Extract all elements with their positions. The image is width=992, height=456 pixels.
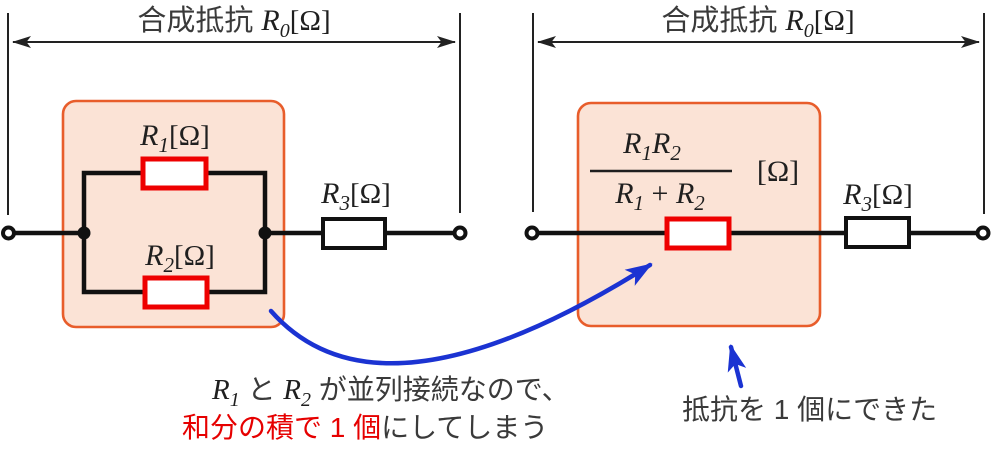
fraction-unit: [Ω] xyxy=(757,155,799,188)
terminal-left-a xyxy=(1,225,16,241)
junction-dot-left xyxy=(77,226,91,240)
resistor-r2 xyxy=(142,275,210,310)
terminal-left-b xyxy=(452,225,468,241)
terminal-right-b xyxy=(975,225,991,241)
resistor-combined xyxy=(664,216,732,251)
resistor-r3-right xyxy=(844,216,911,249)
left-total-resistance-label: 合成抵抗 R0[Ω] xyxy=(137,4,330,42)
result-annotation: 抵抗を 1 個にできた xyxy=(682,394,937,425)
terminal-right-a xyxy=(524,225,540,241)
caption-red-phrase: 和分の積で 1 個 xyxy=(182,412,381,443)
r1-label: R1[Ω] xyxy=(139,119,210,157)
captions: R1 と R2 が並列接続なので、 和分の積で 1 個にしてしまう 抵抗を 1 … xyxy=(182,374,937,443)
combined-resistance-fraction: R1R2 R1 + R2 [Ω] xyxy=(590,127,799,215)
resistor-r3-left xyxy=(321,217,387,250)
r2-label: R2[Ω] xyxy=(144,239,215,277)
right-total-resistance-label: 合成抵抗 R0[Ω] xyxy=(661,4,854,42)
caption-line2: 和分の積で 1 個にしてしまう xyxy=(182,412,548,443)
right-circuit: R1R2 R1 + R2 [Ω] R3[Ω] xyxy=(524,101,991,328)
left-dimension: 合成抵抗 R0[Ω] xyxy=(7,4,461,215)
r3-right-label: R3[Ω] xyxy=(842,178,913,216)
fraction-denominator: R1 + R2 xyxy=(614,177,705,215)
r3-left-label: R3[Ω] xyxy=(320,177,391,215)
transform-curved-arrow xyxy=(268,262,653,366)
right-dimension: 合成抵抗 R0[Ω] xyxy=(532,4,985,214)
result-arrow xyxy=(727,344,747,389)
blue-annotations xyxy=(268,262,747,389)
fraction-numerator: R1R2 xyxy=(622,127,681,165)
caption-line1: R1 と R2 が並列接続なので、 xyxy=(211,374,570,411)
parallel-highlight-box xyxy=(61,99,286,329)
left-circuit: R1[Ω] R2[Ω] R3[Ω] xyxy=(1,99,468,329)
resistor-r1 xyxy=(140,156,209,191)
junction-dot-right xyxy=(258,226,272,240)
